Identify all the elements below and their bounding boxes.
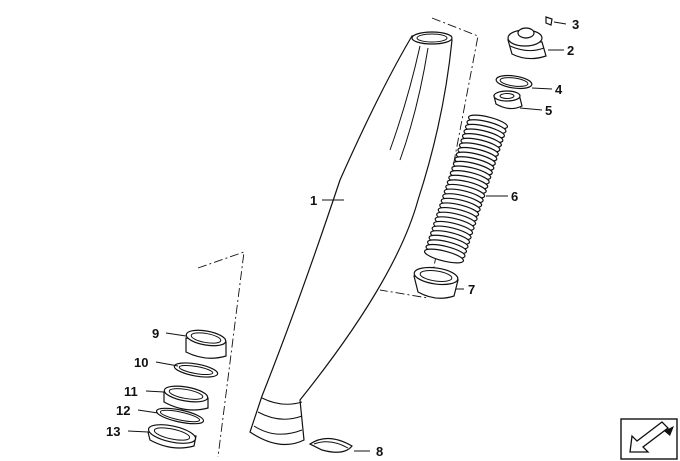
callout-12: 12 bbox=[116, 403, 130, 418]
callout-labels: 1 2 3 4 5 6 7 8 9 10 11 12 13 bbox=[106, 17, 579, 459]
spring-sleeve[interactable] bbox=[413, 265, 459, 299]
callout-13: 13 bbox=[106, 424, 120, 439]
spring-coil bbox=[423, 248, 465, 264]
leader-lines bbox=[127, 21, 567, 452]
dust-seal[interactable] bbox=[147, 421, 197, 449]
o-ring[interactable] bbox=[495, 74, 533, 91]
direction-arrow-icon bbox=[620, 418, 678, 460]
callout-8: 8 bbox=[376, 444, 383, 459]
callout-7: 7 bbox=[468, 282, 475, 297]
callout-9: 9 bbox=[152, 326, 159, 341]
callout-10: 10 bbox=[134, 355, 148, 370]
screw-cap[interactable] bbox=[507, 27, 547, 60]
screw[interactable] bbox=[545, 16, 553, 26]
callout-3: 3 bbox=[572, 17, 579, 32]
retaining-ring[interactable] bbox=[308, 437, 353, 453]
callout-5: 5 bbox=[545, 103, 552, 118]
seal-ring[interactable] bbox=[163, 383, 209, 411]
callout-11: 11 bbox=[124, 384, 138, 399]
compression-spring[interactable] bbox=[423, 112, 509, 265]
callout-4: 4 bbox=[555, 82, 563, 97]
spacer-bushing[interactable] bbox=[493, 90, 523, 110]
callout-6: 6 bbox=[511, 189, 518, 204]
slide-bushing[interactable] bbox=[185, 328, 227, 359]
washer[interactable] bbox=[173, 360, 219, 379]
snap-ring[interactable] bbox=[155, 405, 205, 427]
callout-1: 1 bbox=[310, 193, 317, 208]
fork-tube[interactable] bbox=[249, 31, 453, 446]
callout-2: 2 bbox=[567, 43, 574, 58]
